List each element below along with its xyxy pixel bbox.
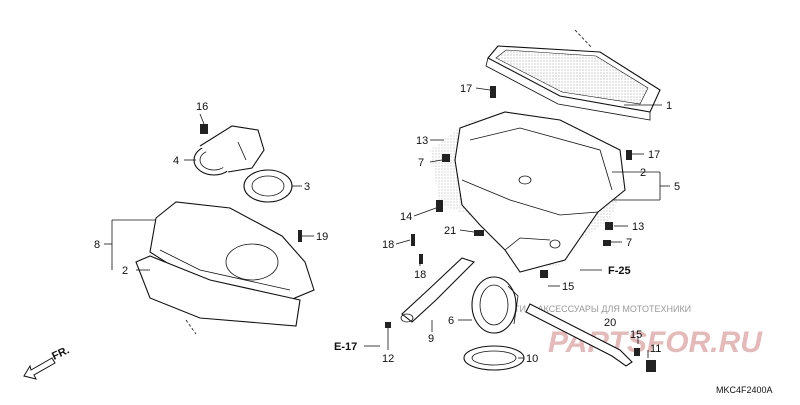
callout-10: 10 — [526, 353, 538, 365]
callout-15-upper: 15 — [562, 281, 574, 293]
callout-17-top: 17 — [460, 83, 472, 95]
callout-13-right: 13 — [632, 221, 644, 233]
callout-14: 14 — [400, 211, 412, 223]
diagram-code: MKC4F2400A — [716, 385, 773, 395]
callout-7-top: 7 — [418, 157, 424, 169]
callout-15-lower: 15 — [630, 329, 642, 341]
drain-tube — [525, 303, 633, 367]
callout-13-top: 13 — [416, 135, 428, 147]
air-filter-element — [485, 45, 661, 121]
breather-pipe — [400, 257, 476, 323]
callout-21: 21 — [444, 225, 456, 237]
callout-1: 1 — [666, 100, 672, 112]
inlet-duct — [193, 125, 265, 176]
callout-2-left: 2 — [122, 265, 128, 277]
fr-label: FR. — [50, 344, 71, 362]
callout-6: 6 — [448, 315, 454, 327]
fasteners — [200, 86, 656, 372]
leader-lines — [104, 87, 670, 359]
callout-11: 11 — [650, 343, 661, 355]
callout-16: 16 — [196, 101, 208, 113]
callout-12: 12 — [382, 353, 394, 365]
ref-f25: F-25 — [608, 265, 631, 277]
rubber-ring — [243, 169, 293, 203]
callout-17-right: 17 — [648, 149, 660, 161]
front-direction-arrow: FR. — [23, 344, 71, 380]
callout-3: 3 — [304, 181, 310, 193]
watermark-text: ЧАСТИ И АКСЕССУАРЫ ДЛЯ МОТОТЕХНИКИ — [496, 304, 691, 314]
airbox-housing — [430, 111, 626, 273]
cover-gasket — [135, 255, 301, 327]
callout-20: 20 — [604, 317, 616, 329]
callout-4: 4 — [173, 155, 179, 167]
callout-9: 9 — [428, 333, 434, 345]
connecting-tube — [471, 276, 519, 334]
callout-5: 5 — [674, 181, 680, 193]
callout-18-lower: 18 — [414, 269, 426, 281]
callout-7-right: 7 — [626, 237, 632, 249]
callout-18-left: 18 — [382, 239, 394, 251]
ref-e17: E-17 — [334, 341, 357, 353]
callout-19: 19 — [316, 231, 328, 243]
callout-8: 8 — [94, 239, 100, 251]
callout-2-right: 2 — [640, 167, 646, 179]
hose-band — [463, 345, 525, 371]
